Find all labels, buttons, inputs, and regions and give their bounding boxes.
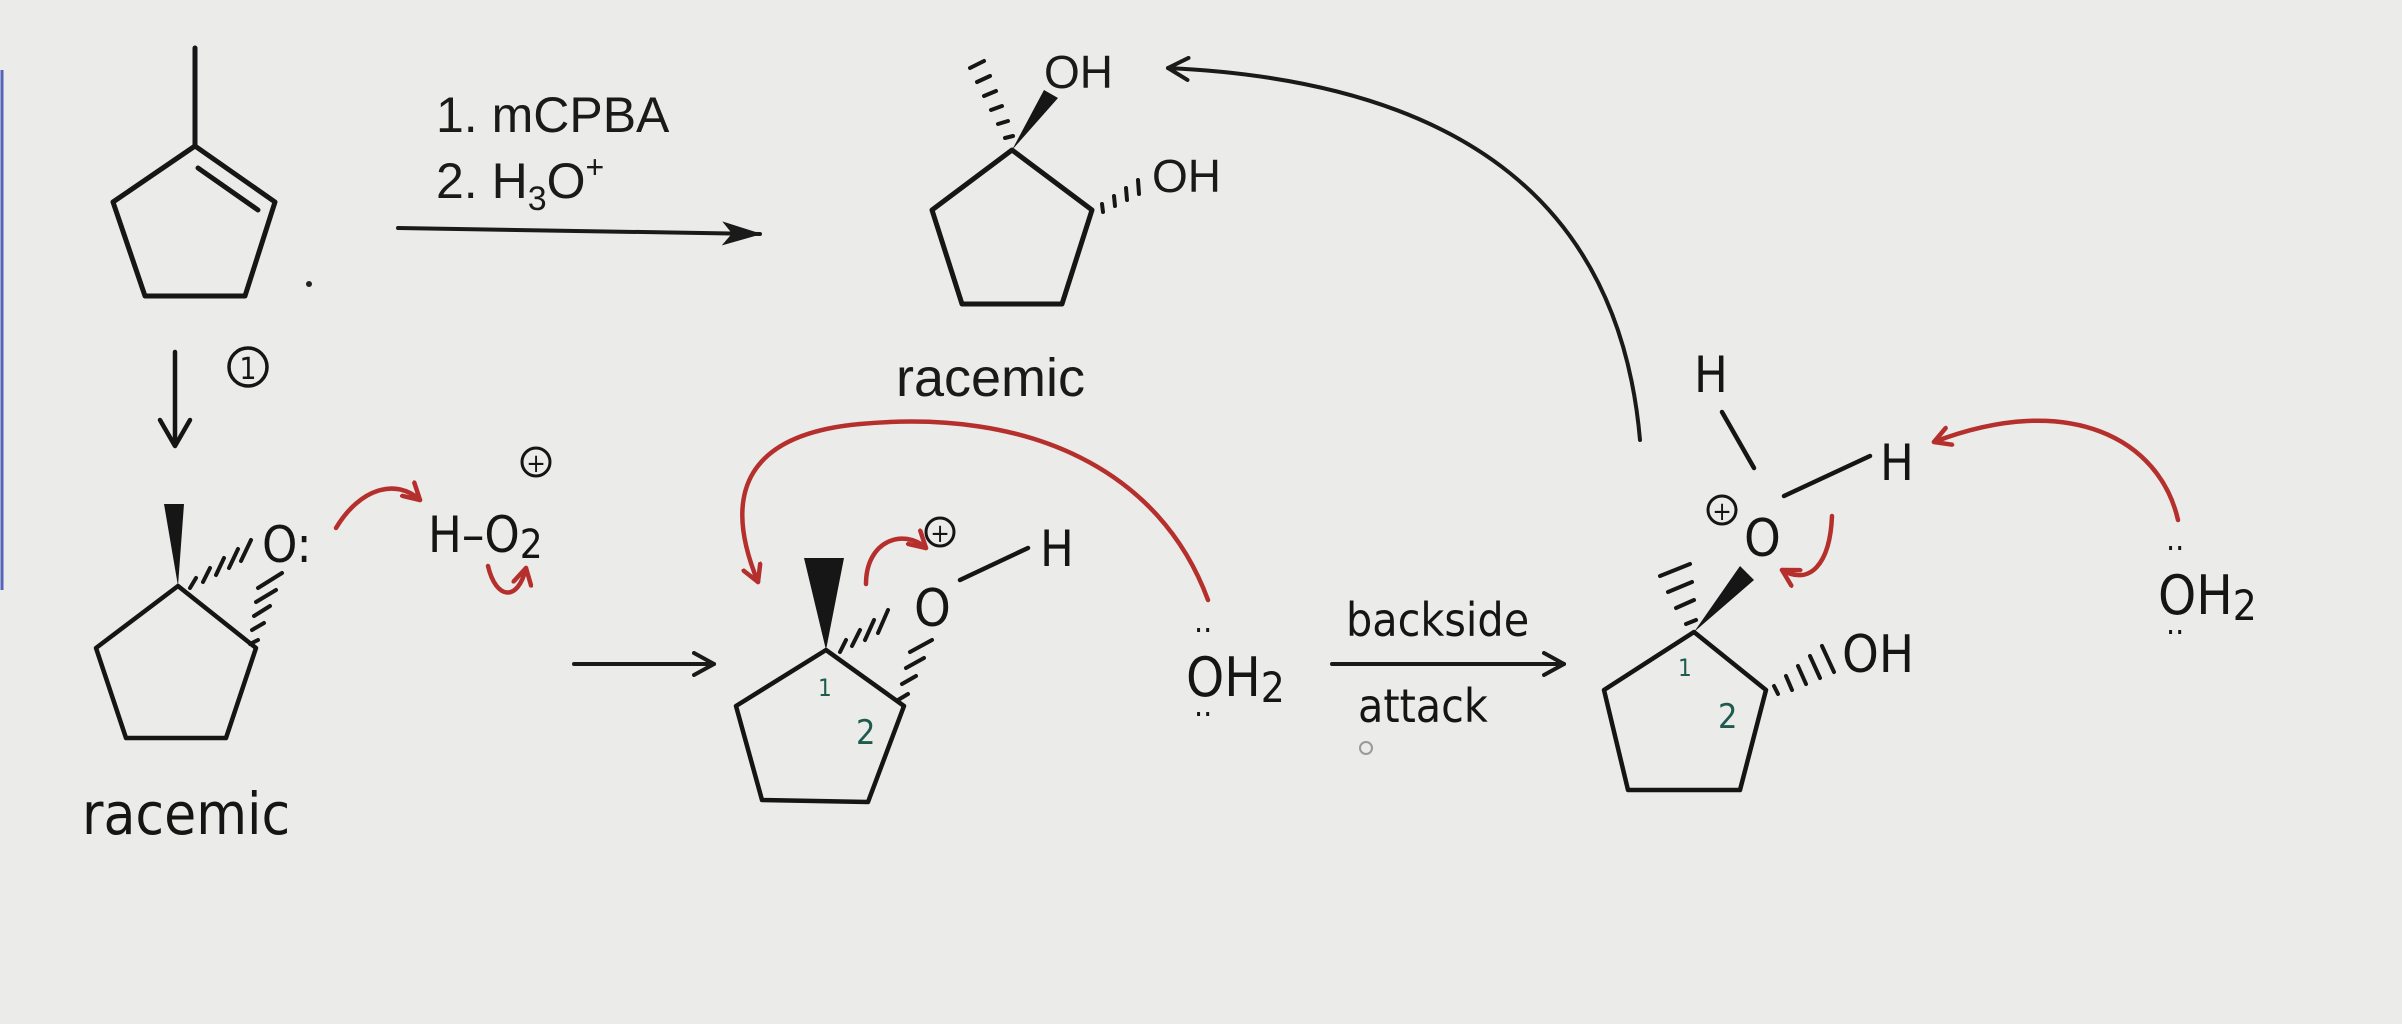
- middle-oxygen: O: [914, 579, 951, 639]
- stray-dot: [1359, 741, 1373, 755]
- epoxide-methyl-wedge: [164, 504, 184, 586]
- hashed-oh-bond: [1100, 178, 1141, 214]
- reagent-step-1: 1. mCPBA: [436, 87, 670, 143]
- svg-text:+: +: [1712, 497, 1732, 527]
- base-formula: OH2: [2158, 564, 2257, 630]
- protonated-epoxide: O + H 1 2: [733, 516, 1074, 805]
- o-h-bond-break-arrow: [1779, 513, 1835, 575]
- cyclopentene-ring: [110, 143, 278, 299]
- right-oh: OH: [1842, 625, 1914, 685]
- middle-carbon-2-label: 2: [856, 713, 875, 753]
- base-lone-pair-bottom: ..: [2166, 604, 2184, 642]
- middle-hash-c2: [896, 638, 934, 702]
- right-hashed-methyl: [1658, 562, 1698, 626]
- right-hydrogen-top: H: [1694, 346, 1728, 404]
- product-ring: [929, 147, 1095, 307]
- middle-carbon-1-label: 1: [818, 674, 832, 702]
- epoxide-oxygen: O:: [262, 516, 312, 574]
- epoxide-hash-to-o: [188, 538, 253, 590]
- backside-label: backside: [1346, 593, 1529, 647]
- water-lone-pair-bottom: ..: [1194, 686, 1212, 724]
- hydronium-charge: +: [520, 446, 552, 479]
- epoxide-racemic-label: racemic: [82, 780, 290, 848]
- middle-o-h-bond: [957, 545, 1031, 583]
- hydronium: H–O2: [428, 506, 543, 568]
- wedge-bond-oh: [1012, 90, 1058, 150]
- diol-product: OH OH: [929, 46, 1221, 307]
- right-oxygen-charge: +: [1706, 494, 1738, 527]
- product-oh-side: OH: [1152, 150, 1221, 202]
- epoxide-protonation-arrow: [333, 489, 423, 531]
- step-down-arrowhead: [157, 417, 193, 449]
- svg-text:+: +: [526, 449, 546, 479]
- deprotonation-arrow: [1931, 418, 2181, 523]
- oxonium-intermediate: OH 1 2 O + H H: [1601, 346, 1914, 793]
- product-racemic-label: racemic: [896, 348, 1085, 408]
- reaction-arrow: [396, 221, 762, 246]
- middle-oxygen-charge: +: [924, 516, 956, 549]
- deprotonation-return-arrow: [1166, 55, 1642, 442]
- reagent-step-2: 2. H3O+: [436, 149, 604, 218]
- water-lone-pair-top: ..: [1194, 602, 1212, 640]
- epoxide-hash-c2: [248, 571, 284, 646]
- hydronium-bond-arrow: [485, 563, 526, 595]
- double-bond-line: [195, 165, 261, 213]
- c-o-bond-break-arrow: [863, 539, 929, 587]
- stray-dot: [306, 281, 312, 287]
- middle-ring: [733, 647, 907, 805]
- base-lone-pair-top: ..: [2166, 520, 2184, 558]
- right-oxygen: O: [1744, 509, 1781, 569]
- svg-text:+: +: [930, 519, 950, 549]
- middle-hydrogen: H: [1040, 520, 1074, 578]
- attack-label: attack: [1358, 679, 1488, 733]
- right-hashed-oh: [1772, 644, 1836, 696]
- right-carbon-2-label: 2: [1718, 697, 1737, 737]
- right-wedge-to-o: [1694, 566, 1754, 632]
- right-ring: [1601, 629, 1769, 793]
- water-attack-arrow: [740, 419, 1211, 603]
- right-carbon-1-label: 1: [1678, 654, 1692, 682]
- right-hydrogen-right: H: [1880, 434, 1914, 492]
- right-o-h-right-bond: [1781, 453, 1873, 499]
- middle-hash-to-o: [838, 608, 890, 654]
- water-nucleophile: .. OH2 ..: [1186, 602, 1285, 724]
- svg-text:1: 1: [239, 352, 256, 387]
- hashed-methyl-bond: [968, 59, 1015, 140]
- middle-methyl-wedge: [804, 558, 844, 650]
- step-number-badge: 1: [227, 346, 269, 388]
- water-base: .. OH2 ..: [2158, 520, 2257, 642]
- epoxide: O:: [93, 504, 312, 741]
- water-formula: OH2: [1186, 646, 1285, 712]
- epoxide-ring: [93, 583, 259, 741]
- right-o-h-top-bond: [1719, 409, 1757, 471]
- methylcyclopentene: [110, 45, 312, 299]
- product-oh-top: OH: [1044, 46, 1113, 98]
